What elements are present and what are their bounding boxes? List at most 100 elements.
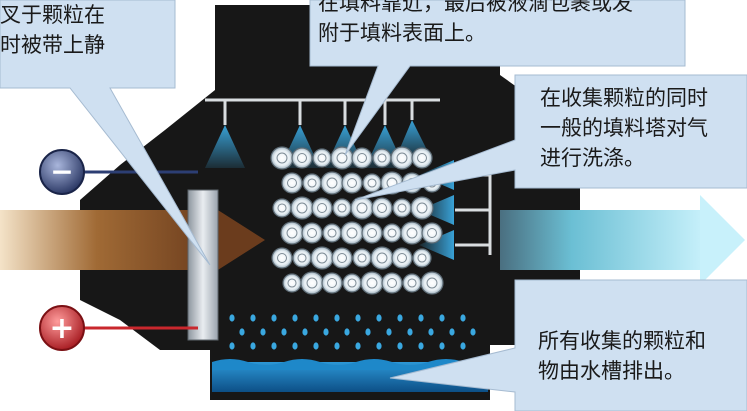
packing-ring — [390, 146, 414, 170]
packing-ring-inner — [276, 152, 288, 164]
water-droplet — [334, 342, 340, 350]
packing-ring-inner — [307, 228, 317, 238]
packing-ring-inner — [337, 253, 347, 263]
packing-ring — [372, 148, 392, 168]
packing-ring — [312, 148, 332, 168]
packing-ring-inner — [387, 278, 397, 288]
packing-ring — [271, 247, 293, 269]
water-droplet — [376, 342, 382, 350]
packing-ring-inner — [316, 252, 328, 264]
water-droplet — [470, 328, 476, 336]
water-droplet — [260, 328, 266, 336]
packing-ring — [311, 197, 333, 219]
positive-electrode-icon — [39, 305, 85, 351]
water-droplet — [271, 342, 277, 350]
packing-ring — [381, 272, 403, 294]
packing-ring — [292, 248, 312, 268]
packing-ring — [280, 221, 304, 245]
water-droplet — [334, 314, 340, 322]
water-droplet — [386, 328, 392, 336]
water-droplet — [292, 314, 298, 322]
water-droplet — [250, 342, 256, 350]
packing-ring-inner — [306, 277, 318, 289]
packing-ring-inner — [297, 153, 307, 163]
water-droplet — [229, 314, 235, 322]
packing-ring-inner — [287, 178, 297, 188]
packing-ring-inner — [277, 253, 287, 263]
water-droplet — [407, 328, 413, 336]
packing-ring — [421, 222, 443, 244]
negative-electrode-icon — [39, 149, 85, 195]
water-droplet — [439, 314, 445, 322]
packing-ring-inner — [366, 277, 378, 289]
water-droplet — [397, 342, 403, 350]
packing-ring — [321, 272, 343, 294]
packing-ring — [361, 222, 383, 244]
packing-ring — [342, 273, 362, 293]
packing-ring-inner — [427, 228, 437, 238]
packing-ring-inner — [377, 153, 387, 163]
packing-ring-inner — [286, 227, 298, 239]
packing-ring-inner — [417, 153, 427, 163]
water-droplet — [418, 314, 424, 322]
packing-ring — [302, 173, 322, 193]
water-droplet — [365, 328, 371, 336]
packing-ring-inner — [327, 278, 337, 288]
outflow-arrow-icon — [700, 195, 745, 285]
packing-ring — [310, 246, 334, 270]
packing-ring — [370, 246, 394, 270]
packing-ring — [352, 248, 372, 268]
packing-ring-inner — [387, 228, 397, 238]
water-droplet — [313, 342, 319, 350]
packing-ring-inner — [297, 253, 307, 263]
packing-ring — [322, 223, 342, 243]
water-surface — [212, 359, 488, 370]
water-droplet — [460, 342, 466, 350]
packing-ring-inner — [346, 227, 358, 239]
packing-ring-inner — [406, 227, 418, 239]
packing-ring — [412, 248, 432, 268]
packing-ring-inner — [296, 202, 308, 214]
water-droplet — [397, 314, 403, 322]
water-droplets — [229, 314, 476, 350]
packing-ring-inner — [287, 278, 297, 288]
packing-ring — [282, 273, 302, 293]
positive-symbol: + — [49, 311, 74, 346]
packing-ring-inner — [377, 203, 387, 213]
packing-ring — [281, 172, 303, 194]
packing-ring-inner — [396, 152, 408, 164]
water-droplet — [313, 314, 319, 322]
packing-ring — [341, 172, 363, 194]
water-droplet — [449, 328, 455, 336]
water-droplet — [229, 342, 235, 350]
packing-ring — [331, 247, 353, 269]
packing-ring-inner — [426, 277, 438, 289]
callout-text-right-upper: 在收集颗粒的同时 一般的填料塔对气 进行洗涤。 — [540, 86, 708, 170]
packing-ring-inner — [326, 177, 338, 189]
callout-bubble-right-lower — [389, 279, 747, 411]
packing-ring-inner — [337, 203, 347, 213]
water-droplet — [239, 328, 245, 336]
packing-ring — [391, 247, 413, 269]
water-droplet — [376, 314, 382, 322]
water-droplet — [439, 342, 445, 350]
packing-ring — [332, 198, 352, 218]
packing-ring — [392, 198, 412, 218]
negative-symbol: − — [50, 155, 73, 188]
packing-ring-inner — [327, 228, 337, 238]
water-droplet — [460, 314, 466, 322]
packing-ring — [402, 273, 422, 293]
packing-ring — [351, 147, 373, 169]
packing-ring — [290, 196, 314, 220]
packing-ring — [371, 197, 393, 219]
packing-ring-inner — [397, 203, 407, 213]
packing-ring-inner — [407, 278, 417, 288]
packing-ring-inner — [416, 202, 428, 214]
packing-ring — [420, 271, 444, 295]
packing-ring — [301, 222, 323, 244]
packing-ring — [362, 173, 382, 193]
clean-air-outflow — [500, 210, 705, 270]
water-droplet — [355, 314, 361, 322]
packing-ring — [320, 171, 344, 195]
